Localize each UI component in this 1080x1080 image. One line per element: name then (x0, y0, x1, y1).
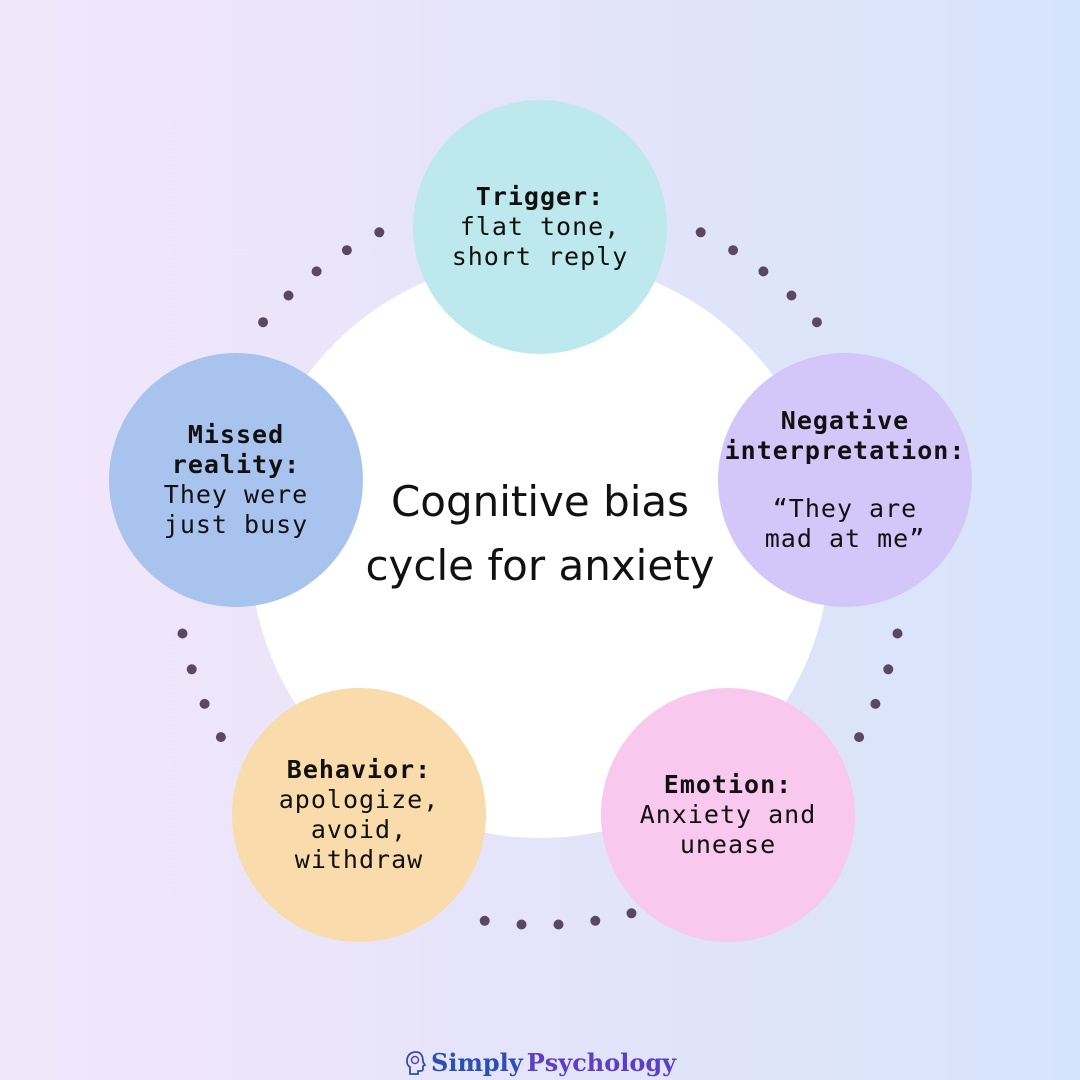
cycle-dot-15 (311, 266, 322, 277)
cycle-dot-0 (892, 628, 903, 639)
cycle-dot-10 (199, 698, 210, 709)
node-behavior-text-3: withdraw (294, 845, 424, 874)
cycle-dot-9 (215, 732, 226, 743)
cycle-dot-5 (590, 915, 601, 926)
logo-text-psychology: Psychology (526, 1048, 677, 1077)
node-negative-title-2: interpretation: (724, 436, 966, 465)
center-title: Cognitive bias cycle for anxiety (300, 470, 780, 598)
cycle-dot-8 (479, 915, 490, 926)
node-behavior: Behavior: apologize, avoid, withdraw (232, 688, 486, 942)
center-title-line-2: cycle for anxiety (365, 541, 715, 590)
cycle-dot-14 (283, 290, 294, 301)
node-missed-text-1: They were (163, 480, 309, 509)
cycle-dot-18 (695, 227, 706, 238)
node-missed-title-2: reality: (171, 450, 301, 479)
node-behavior-text-1: apologize, (278, 785, 440, 814)
logo-text-simply: Simply (431, 1048, 523, 1077)
node-missed-title-1: Missed (187, 420, 285, 449)
cycle-dot-13 (258, 317, 269, 328)
node-trigger-title: Trigger: (475, 182, 605, 211)
cycle-dot-21 (786, 290, 797, 301)
cycle-dot-1 (883, 664, 894, 675)
cycle-dot-6 (553, 919, 564, 930)
node-emotion-title: Emotion: (663, 770, 793, 799)
node-emotion-text-2: unease (679, 830, 777, 859)
cycle-dot-12 (177, 628, 188, 639)
cycle-dot-3 (854, 732, 865, 743)
head-brain-icon (406, 1051, 427, 1075)
cycle-dot-16 (341, 245, 352, 256)
node-trigger: Trigger: flat tone, short reply (413, 100, 667, 354)
node-emotion-text-1: Anxiety and (639, 800, 817, 829)
cycle-dot-11 (186, 664, 197, 675)
cycle-dot-22 (811, 317, 822, 328)
center-title-line-1: Cognitive bias (390, 477, 690, 526)
node-negative-text-2: mad at me” (764, 524, 926, 553)
node-trigger-text-2: short reply (451, 242, 629, 271)
node-negative-title-1: Negative (780, 406, 910, 435)
node-negative-interpretation: Negative interpretation: “They are mad a… (718, 353, 972, 607)
node-missed-reality: Missed reality: They were just busy (109, 353, 363, 607)
cycle-dot-17 (374, 227, 385, 238)
cycle-dot-20 (758, 266, 769, 277)
cycle-dot-7 (516, 919, 527, 930)
node-behavior-text-2: avoid, (310, 815, 408, 844)
cycle-dot-19 (728, 245, 739, 256)
node-negative-text-1: “They are (772, 494, 918, 523)
node-trigger-text-1: flat tone, (459, 212, 621, 241)
node-emotion: Emotion: Anxiety and unease (601, 688, 855, 942)
node-behavior-title: Behavior: (286, 755, 432, 784)
cycle-dot-2 (870, 698, 881, 709)
node-missed-text-2: just busy (163, 510, 309, 539)
cycle-dot-4 (626, 908, 637, 919)
